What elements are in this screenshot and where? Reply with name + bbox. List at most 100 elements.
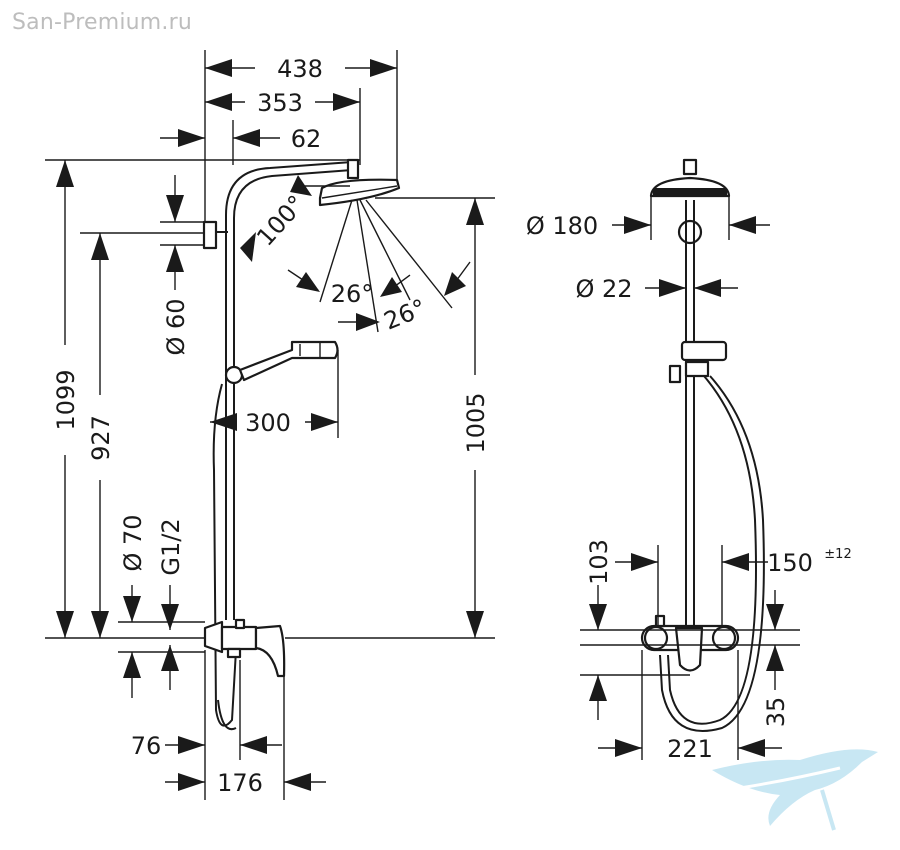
front-connector-ring [677, 219, 703, 245]
shower-hose [212, 383, 237, 727]
arrow-35-top [766, 604, 784, 630]
arrow-26b-right [444, 272, 466, 296]
shower-hose-loop [217, 699, 237, 731]
label-927: 927 [87, 415, 115, 461]
logo-tub-leg [820, 789, 836, 831]
arrow-103-v-top [589, 604, 607, 630]
label-1099: 1099 [52, 369, 80, 430]
arrow-103-h [631, 553, 658, 571]
arrow-221-left [615, 739, 642, 757]
watermark-text: San-Premium.ru [12, 10, 193, 35]
front-head-face [653, 188, 727, 197]
arrow-150 [722, 553, 749, 571]
arrow-221-right [738, 739, 765, 757]
label-diameter-60: Ø 60 [162, 298, 190, 355]
spray-line-4 [365, 199, 453, 309]
arrow-1005-top [466, 198, 484, 225]
label-176: 176 [217, 769, 263, 797]
arrow-76-left [178, 736, 205, 754]
label-angle-26a: 26° [331, 280, 374, 308]
label-150: 150 [767, 549, 813, 577]
arrow-300-left [210, 413, 237, 431]
arrow-1099-top [56, 160, 74, 187]
label-353: 353 [257, 89, 303, 117]
logo-tub-highlight [739, 766, 841, 790]
arrow-35-bottom [766, 645, 784, 671]
arrow-26a-left [296, 272, 320, 292]
shower-pipe-inner [233, 169, 353, 620]
dimension-labels: 438 353 62 100° 26° 26° Ø 60 1099 927 10… [52, 55, 852, 797]
label-1005: 1005 [462, 392, 490, 453]
front-hose-inner [659, 375, 765, 732]
label-tolerance: ±12 [824, 547, 851, 562]
arrow-103-v-bottom [589, 675, 607, 701]
spray-line-3 [359, 199, 411, 301]
front-hose-outer [667, 375, 757, 725]
label-438: 438 [277, 55, 323, 83]
spray-line-1 [319, 199, 353, 303]
arrow-927-bottom [91, 611, 109, 638]
hand-shower [238, 340, 339, 382]
side-view [45, 50, 495, 731]
arrow-60-top [166, 195, 184, 222]
label-thread: G1/2 [157, 518, 185, 575]
arrow-353-right [333, 93, 360, 111]
arrow-300-right [311, 413, 338, 431]
logo-tub-shape [712, 749, 878, 826]
mixer-lever [254, 624, 286, 678]
front-hand-shower [680, 340, 728, 362]
dimension-arrows [56, 59, 784, 800]
arrow-176-right [284, 773, 311, 791]
label-300: 300 [245, 409, 291, 437]
arrow-70-bottom [123, 652, 141, 678]
mixer-rosette [203, 620, 224, 654]
label-103: 103 [585, 539, 613, 585]
arrow-70-top [123, 596, 141, 622]
label-76: 76 [131, 732, 162, 760]
arrow-76-right [240, 736, 267, 754]
arrow-353-left [205, 93, 232, 111]
label-diameter-180: Ø 180 [526, 212, 598, 240]
arrow-22-right [694, 279, 721, 297]
front-mixer-lever [674, 626, 704, 672]
arrow-62-right [233, 129, 260, 147]
arrow-g12-bottom [161, 645, 179, 671]
label-35: 35 [762, 697, 790, 728]
arrow-26b-left [356, 313, 380, 331]
arrow-1099-bottom [56, 611, 74, 638]
mixer-top-nut [234, 618, 246, 630]
front-mixer-right-cap [711, 625, 737, 651]
arrow-927-top [91, 233, 109, 260]
arrow-26a-right [380, 277, 402, 297]
label-angle-100: 100° [251, 190, 310, 252]
arrow-1005-bottom [466, 611, 484, 638]
arrow-60-bottom [166, 245, 184, 272]
arrow-22-left [659, 279, 686, 297]
arrow-180-left [624, 216, 651, 234]
mixer-body [220, 625, 258, 651]
front-top-cap [682, 158, 698, 176]
mixer-outlet [226, 647, 242, 659]
front-view [580, 158, 800, 760]
arm-connector [346, 158, 360, 180]
wall-bracket-plate [202, 220, 218, 250]
bathtub-logo [712, 749, 878, 831]
front-holder-slider [684, 360, 710, 378]
arrow-438-left [205, 59, 232, 77]
label-diameter-70: Ø 70 [119, 514, 147, 571]
arrow-100-lower [240, 232, 256, 262]
shower-pipe-outer [225, 161, 353, 620]
head-face-line [321, 185, 398, 199]
label-221: 221 [667, 735, 713, 763]
arrow-438-right [370, 59, 397, 77]
label-diameter-22: Ø 22 [575, 275, 632, 303]
arrow-176-left [178, 773, 205, 791]
arrow-g12-top [161, 604, 179, 630]
label-62: 62 [291, 125, 322, 153]
arrow-100-upper [290, 175, 312, 196]
front-holder-knob [668, 364, 682, 384]
spray-line-2 [356, 199, 379, 333]
arrow-180-right [729, 216, 756, 234]
